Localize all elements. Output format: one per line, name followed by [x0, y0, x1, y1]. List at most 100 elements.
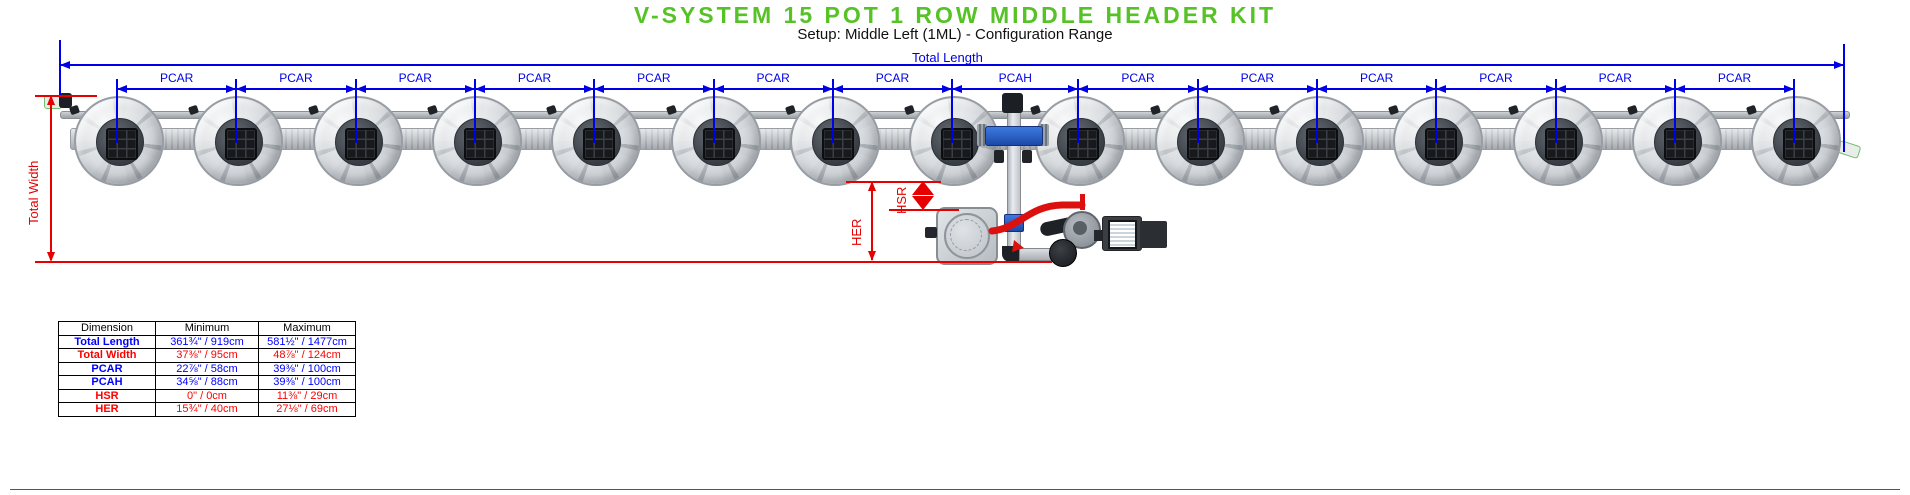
dim-arrow-left: [952, 85, 963, 93]
row-label: Total Width: [58, 348, 156, 363]
segment-dimension-label: PCAR: [756, 71, 790, 85]
row-minimum: 34⅝" / 88cm: [155, 375, 259, 390]
dim-arrow-right: [1784, 85, 1795, 93]
row-maximum: 39⅜" / 100cm: [258, 375, 356, 390]
her-arrow-top: [868, 181, 876, 191]
row-maximum: 27⅛" / 69cm: [258, 402, 356, 417]
segment-dimension-pcar-4: PCAR: [474, 71, 595, 93]
dim-arrow-left: [594, 85, 605, 93]
row-maximum: 581½" / 1477cm: [258, 334, 356, 349]
pot-8: [909, 96, 1000, 186]
segment-dimension-pcar-13: PCAR: [1555, 71, 1675, 93]
pot-center-grid: [1783, 128, 1816, 160]
segment-dimension-label: PCAR: [279, 71, 313, 85]
segment-dimension-pcar-9: PCAR: [1078, 71, 1198, 93]
dim-arrow-left: [713, 85, 724, 93]
row-minimum: 37⅜" / 95cm: [155, 348, 259, 363]
segment-dimension-label: PCAR: [1359, 71, 1394, 85]
row-maximum: 11⅜" / 29cm: [258, 388, 356, 403]
pump-filter: [1049, 239, 1077, 267]
total-length-ext-right: [1843, 44, 1845, 152]
dim-arrow-right: [226, 85, 237, 93]
segment-dimension-label: PCAR: [1479, 71, 1513, 85]
pot-centerline: [951, 79, 954, 143]
pot-hub: [215, 118, 264, 166]
row-label: PCAR: [58, 361, 156, 376]
total-length-arrow-left: [60, 61, 70, 69]
pot-center-grid: [583, 128, 616, 160]
row-label: HSR: [58, 388, 156, 403]
row-minimum: 22⅞" / 58cm: [155, 361, 259, 376]
pot-centerline: [1196, 79, 1199, 143]
total-width-label: Total Width: [26, 160, 41, 225]
pot-centerline: [831, 79, 834, 143]
row-minimum: 361¾" / 919cm: [155, 334, 259, 349]
page-subtitle: Setup: Middle Left (1ML) - Configuration…: [797, 26, 1113, 43]
pot-center-grid: [106, 128, 138, 160]
table-header-dimension: Dimension: [58, 321, 156, 336]
segment-dimension-label: PCAR: [875, 71, 910, 85]
pot-center-grid: [821, 128, 854, 160]
segment-dimension-label: PCAR: [517, 71, 552, 85]
segment-dimension-pcah-8: PCAH: [952, 71, 1079, 93]
reservoir-spout: [925, 227, 937, 238]
dim-arrow-left: [1674, 85, 1685, 93]
pot-hub: [931, 118, 980, 166]
pot-center-grid: [463, 128, 496, 160]
pot-center-grid: [702, 128, 735, 160]
pot-centerline: [1673, 79, 1676, 143]
dim-arrow-right: [1664, 85, 1675, 93]
segment-dimension-label: PCAR: [1240, 71, 1274, 85]
hsr-ref-top: [846, 181, 941, 183]
sheet-border-line: [10, 489, 1900, 490]
pot-7: [789, 96, 880, 186]
row-minimum: 15¾" / 40cm: [155, 402, 259, 417]
dim-arrow-right: [1545, 85, 1556, 93]
pot-hub: [96, 118, 144, 166]
segment-dimension-pcar-2: PCAR: [236, 71, 356, 93]
dim-arrow-right: [1306, 85, 1317, 93]
pot-centerline: [712, 79, 715, 143]
pot-hub: [453, 118, 502, 166]
pot-center-grid: [344, 128, 377, 160]
pot-hub: [1176, 118, 1225, 166]
dim-arrow-right: [464, 85, 475, 93]
total-width-arrow-top: [47, 95, 55, 105]
header-clamp-right: [1022, 150, 1032, 163]
dim-arrow-left: [1078, 85, 1089, 93]
dim-arrow-right: [1068, 85, 1079, 93]
pot-14: [1631, 96, 1722, 186]
pot-hub: [1296, 118, 1344, 166]
dim-arrow-left: [474, 85, 485, 93]
dim-arrow-left: [355, 85, 366, 93]
dim-arrow-left: [1436, 85, 1447, 93]
segment-dimension-pcar-11: PCAR: [1317, 71, 1437, 93]
header-coupler-right: [1039, 124, 1049, 146]
table-header-minimum: Minimum: [155, 321, 259, 336]
pot-center-grid: [1306, 128, 1338, 160]
page-title: V-SYSTEM 15 POT 1 ROW MIDDLE HEADER KIT: [633, 2, 1277, 28]
row-minimum: 0" / 0cm: [155, 388, 259, 403]
pot-centerline: [1077, 79, 1080, 143]
left-inlet-elbow: [59, 93, 72, 108]
pot-centerline: [1554, 79, 1557, 143]
pot-center-grid: [225, 128, 258, 160]
dim-arrow-left: [832, 85, 843, 93]
row-label: PCAH: [58, 375, 156, 390]
pot-1: [74, 96, 164, 186]
pot-hub: [1057, 118, 1106, 166]
pot-hub: [811, 118, 860, 166]
pot-hub: [1534, 118, 1583, 166]
pot-centerline: [1435, 79, 1438, 143]
header-top-fitting: [1002, 93, 1023, 113]
pot-center-grid: [1067, 128, 1100, 160]
pot-center-grid: [1544, 128, 1577, 160]
pot-center-grid: [1663, 128, 1696, 160]
dim-arrow-right: [942, 85, 953, 93]
pot-9: [1035, 96, 1126, 186]
row-maximum: 39⅜" / 100cm: [258, 361, 356, 376]
